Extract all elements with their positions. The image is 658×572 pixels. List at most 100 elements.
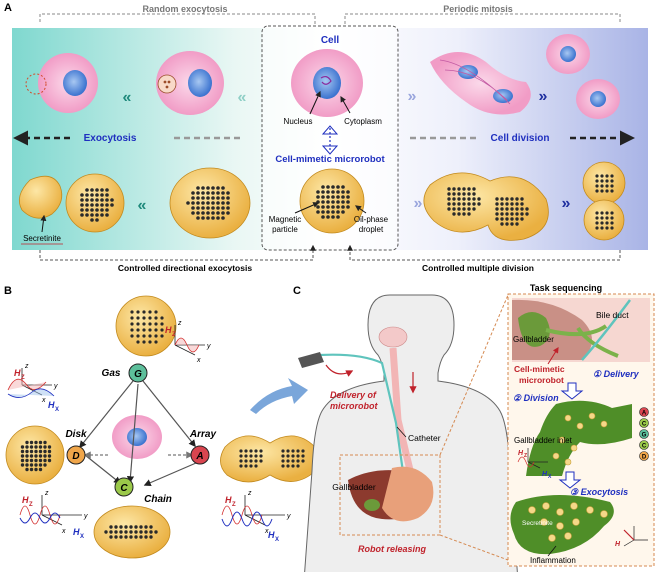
magnetic-particle bbox=[336, 205, 340, 209]
gallbladder-inset-label: Gallbladder bbox=[513, 335, 554, 344]
magnetic-particle bbox=[20, 463, 25, 467]
bottom-bracket-right bbox=[347, 244, 621, 261]
daughter-robot-1 bbox=[582, 161, 626, 205]
magnetic-particle bbox=[160, 316, 164, 320]
division-duct bbox=[526, 400, 632, 476]
magnetic-particle bbox=[472, 197, 476, 201]
panel-b-letter: B bbox=[4, 285, 12, 297]
magnetic-particle bbox=[25, 454, 29, 458]
cell-division-title: Cell division bbox=[491, 133, 550, 144]
magnetic-particle bbox=[291, 454, 295, 458]
magnetic-particle bbox=[341, 185, 345, 189]
magnetic-particle bbox=[154, 530, 158, 534]
magnetic-particle bbox=[610, 211, 614, 215]
magnetic-particle bbox=[38, 467, 43, 472]
magnetic-particle bbox=[211, 206, 215, 210]
magnetic-particle bbox=[341, 210, 345, 214]
magnetic-particle bbox=[249, 464, 253, 468]
magnetic-particle bbox=[221, 201, 225, 205]
magnetic-particle bbox=[447, 202, 451, 206]
magnetic-particle bbox=[462, 202, 466, 206]
magnetic-particle bbox=[600, 211, 604, 215]
magnetic-particle bbox=[85, 208, 89, 212]
chevron-right-robot-icon: » bbox=[562, 195, 571, 212]
panel-a-letter: A bbox=[4, 2, 12, 14]
microrobot-ball bbox=[556, 522, 564, 530]
magnetic-particle bbox=[321, 215, 325, 219]
magnetic-particle bbox=[221, 216, 225, 220]
magnetic-particle bbox=[43, 445, 47, 449]
magnetic-particle bbox=[191, 191, 195, 195]
magnetic-particle bbox=[505, 212, 509, 216]
magnetic-particle bbox=[149, 530, 153, 534]
magnetic-particle bbox=[114, 535, 118, 539]
magnetic-particle bbox=[321, 200, 325, 204]
magnetic-particle bbox=[239, 454, 243, 458]
magnetic-particle bbox=[34, 445, 38, 449]
magnetic-particle bbox=[346, 200, 350, 204]
panel-a: A Random exocytosis Periodic mitosis Cel… bbox=[4, 2, 648, 273]
magnetic-particle bbox=[239, 464, 243, 468]
g-to-a-arrow bbox=[142, 380, 196, 448]
delivery-of-label: Delivery of bbox=[330, 390, 377, 400]
magnetic-particle bbox=[495, 207, 499, 211]
magnetic-particle bbox=[510, 202, 514, 206]
magnetic-particle bbox=[154, 310, 158, 314]
magnetic-particle bbox=[25, 449, 29, 454]
magnetic-particle bbox=[600, 184, 604, 188]
particle-label: particle bbox=[272, 225, 298, 234]
exocytosis-robot-1 bbox=[65, 173, 125, 233]
node-d bbox=[66, 445, 86, 465]
magnetic-particle bbox=[316, 190, 320, 194]
magnetic-particle bbox=[291, 464, 295, 468]
magnetic-particle bbox=[124, 535, 128, 539]
microrobot-ball bbox=[588, 412, 596, 420]
microrobot-ball bbox=[576, 422, 584, 430]
secretinite-pointer bbox=[40, 214, 47, 233]
catheter-label: Catheter bbox=[408, 433, 441, 443]
magnetic-particle bbox=[149, 525, 153, 529]
magnetic-particle bbox=[457, 207, 461, 211]
magnetic-particle bbox=[515, 217, 519, 221]
sequence-letter: G bbox=[642, 433, 647, 439]
magnetic-particle bbox=[100, 203, 104, 207]
magnetic-particle bbox=[525, 212, 529, 216]
magnetic-particle bbox=[600, 216, 604, 220]
field-plot-chain: H Z H X z y x bbox=[19, 490, 88, 540]
svg-text:H: H bbox=[225, 495, 232, 505]
magnetic-particle bbox=[109, 525, 113, 529]
svg-text:Z: Z bbox=[21, 375, 25, 381]
magnetic-particle bbox=[336, 195, 340, 199]
cell-mimetic-label: Cell-mimetic bbox=[514, 364, 565, 374]
chevron-right-faded-icon: » bbox=[408, 88, 417, 105]
magnetic-particle bbox=[95, 198, 99, 202]
magnetic-pointer bbox=[294, 202, 320, 214]
magnetic-particle bbox=[331, 190, 335, 194]
magnetic-particle bbox=[254, 449, 258, 453]
magnetic-particle bbox=[34, 467, 38, 472]
magnetic-particle bbox=[139, 535, 143, 539]
magnetic-particle bbox=[447, 187, 451, 191]
magnetic-particle bbox=[259, 454, 263, 458]
nasal-cavity bbox=[378, 326, 408, 348]
catheter-line bbox=[319, 353, 408, 494]
magnetic-particle bbox=[505, 197, 509, 201]
magnetic-particle bbox=[341, 195, 345, 199]
magnetic-particle bbox=[595, 211, 599, 215]
sequence-letter: A bbox=[642, 411, 647, 417]
magnetic-particle bbox=[510, 197, 514, 201]
magnetic-particle bbox=[605, 174, 609, 178]
magnetic-particle bbox=[20, 454, 25, 458]
magnetic-particle bbox=[244, 464, 248, 468]
daughter-robot-2 bbox=[583, 199, 625, 241]
svg-text:z: z bbox=[44, 490, 49, 497]
magnetic-particle bbox=[610, 184, 614, 188]
down-arrow-2-icon bbox=[558, 471, 582, 489]
magnetic-particle bbox=[301, 459, 305, 463]
magnetic-particle bbox=[85, 213, 89, 217]
magnetic-particle bbox=[316, 195, 320, 199]
magnetic-particle bbox=[109, 530, 113, 534]
microrobot-ball bbox=[564, 458, 572, 466]
top-bracket-left bbox=[39, 13, 316, 24]
magnetic-particle bbox=[316, 210, 320, 214]
